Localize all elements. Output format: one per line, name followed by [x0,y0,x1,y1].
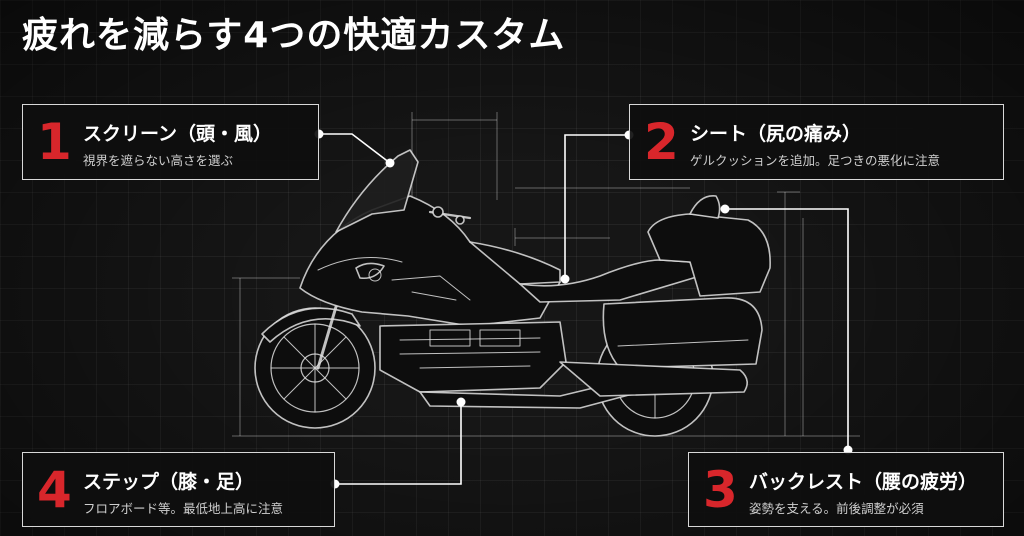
card-number: 4 [37,461,72,519]
front-fender [261,307,361,343]
windscreen [335,149,419,233]
callout-dot-4b [456,397,466,407]
card-description: 姿勢を支える。前後調整が必須 [749,501,924,516]
callout-card-seat: 2 シート（尻の痛み） ゲルクッションを追加。足つきの悪化に注意 [629,104,1004,180]
callout-card-backrest: 3 バックレスト（腰の疲労） 姿勢を支える。前後調整が必須 [688,452,1004,527]
card-description: ゲルクッションを追加。足つきの悪化に注意 [690,153,941,168]
callout-dot-2b [560,274,570,284]
front-fairing [299,195,561,327]
callout-line-2 [564,134,629,279]
dimension-lines [232,112,860,437]
saddlebag [602,297,763,369]
callout-card-step: 4 ステップ（膝・足） フロアボード等。最低地上高に注意 [22,452,335,527]
engine-block [379,321,567,393]
card-description: 視界を遮らない高さを選ぶ [83,153,234,168]
card-heading: スクリーン（頭・風） [83,123,273,145]
card-description: フロアボード等。最低地上高に注意 [83,501,284,516]
card-heading: バックレスト（腰の疲労） [749,471,978,493]
callout-line-1 [319,133,391,164]
callout-lines [319,133,849,485]
card-number: 1 [37,113,72,171]
backrest [689,195,721,219]
exhaust [559,361,748,397]
callout-dot-3a [720,204,730,214]
card-heading: ステップ（膝・足） [83,471,255,493]
page-title: 疲れを減らす4つの快適カスタム [22,15,566,56]
callout-line-3 [725,208,849,450]
card-number: 2 [644,113,679,171]
card-number: 3 [703,461,738,519]
card-heading: シート（尻の痛み） [690,123,862,145]
fuel-tank [469,241,561,285]
callout-line-4 [335,402,462,485]
motorcycle-illustration [254,149,771,437]
callout-dot-1b [385,158,395,168]
callout-card-screen: 1 スクリーン（頭・風） 視界を遮らない高さを選ぶ [22,104,319,180]
top-case [647,213,771,297]
